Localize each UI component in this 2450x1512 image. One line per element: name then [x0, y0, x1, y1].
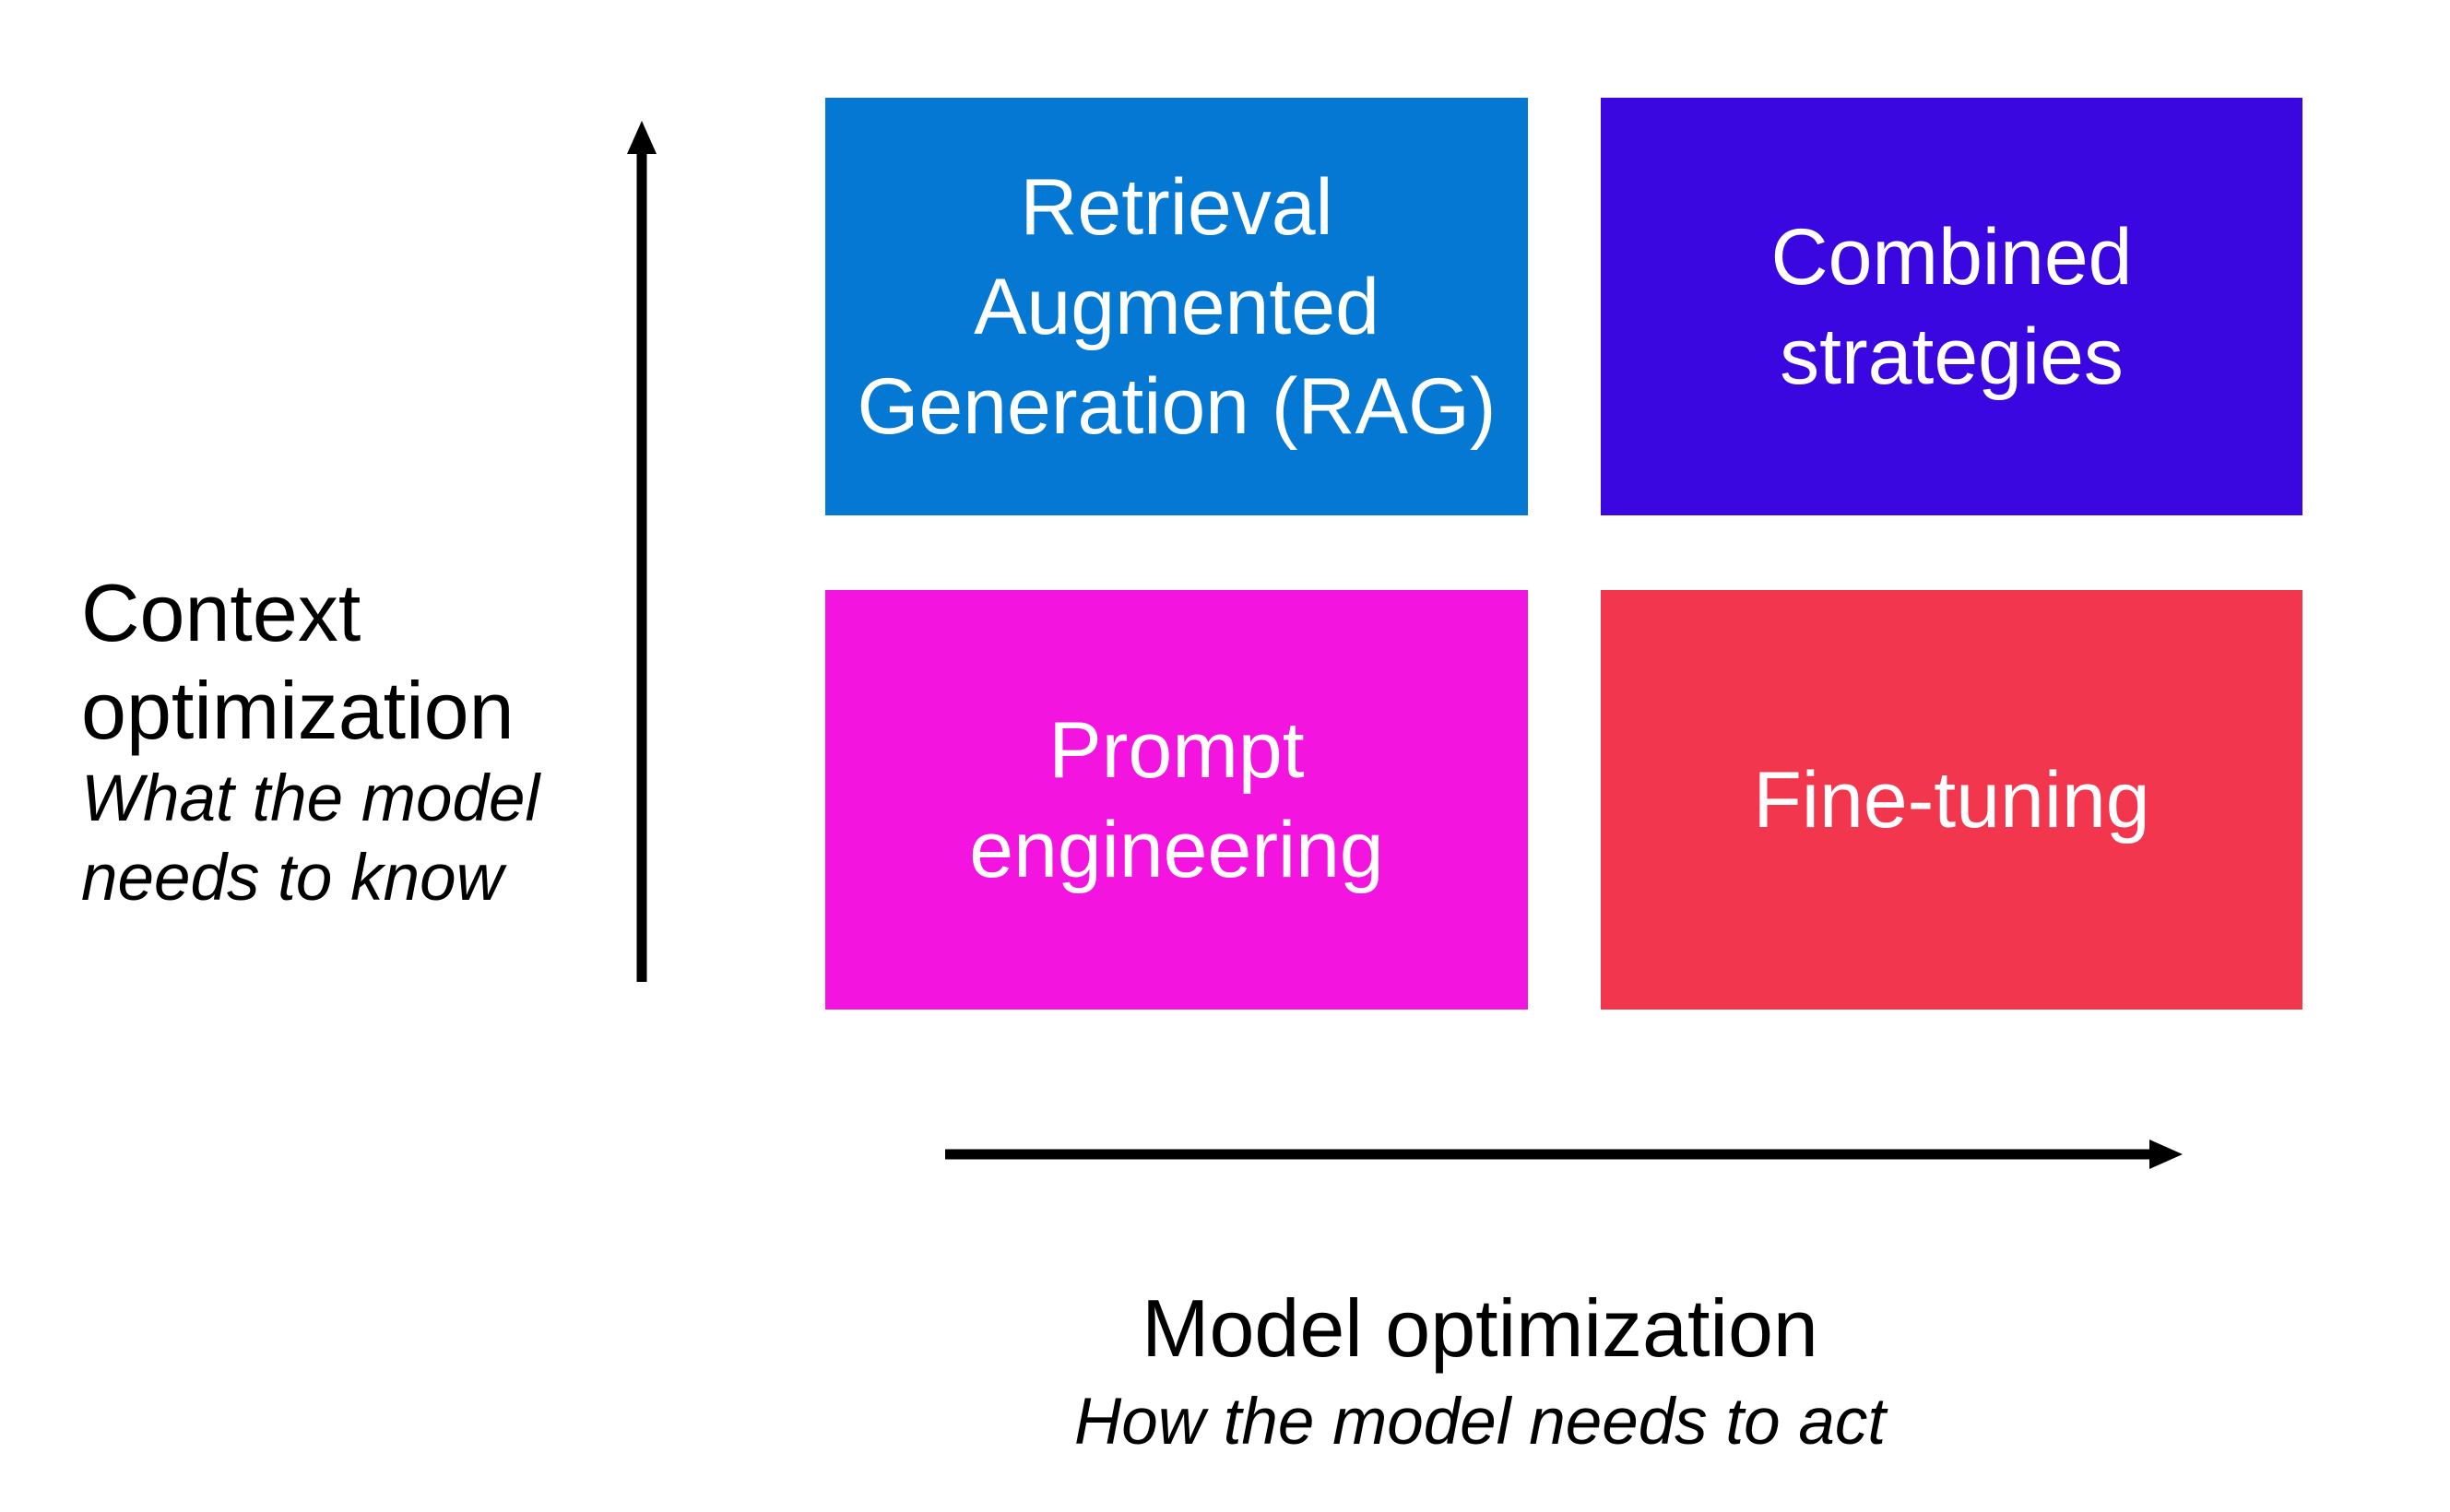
x-axis-label: Model optimization How the model needs t… — [1010, 1280, 1950, 1462]
quadrant-combined-strategies: Combined strategies — [1601, 98, 2302, 515]
quadrant-rag-label-line: Generation (RAG) — [857, 361, 1497, 451]
y-axis-title-line: optimization — [81, 665, 515, 756]
y-axis-subtitle-line: What the model — [81, 762, 540, 835]
y-axis-subtitle-line: needs to know — [81, 842, 503, 915]
quadrant-combined-label-line: strategies — [1780, 312, 2124, 401]
y-axis-arrow — [627, 121, 657, 982]
quadrant-prompt-engineering: Prompt engineering — [825, 590, 1528, 1010]
x-axis-title: Model optimization — [1142, 1282, 1818, 1374]
quadrant-rag-label-line: Retrieval — [1020, 162, 1333, 252]
quadrant-combined-label-line: Combined — [1770, 212, 2133, 301]
x-axis-subtitle: How the model needs to act — [1073, 1386, 1887, 1459]
y-axis-title-line: Context — [81, 567, 361, 658]
quadrant-rag-label-line: Augmented — [974, 262, 1379, 351]
y-axis-label: Context optimization What the model need… — [81, 564, 616, 918]
quadrant-fine-tuning: Fine-tuning — [1601, 590, 2302, 1010]
quadrant-prompt-label-line: engineering — [969, 805, 1384, 894]
x-axis-arrow — [945, 1140, 2183, 1169]
quadrant-fine-tuning-label-line: Fine-tuning — [1753, 755, 2150, 845]
quadrant-rag: Retrieval Augmented Generation (RAG) — [825, 98, 1528, 515]
quadrant-prompt-label-line: Prompt — [1048, 705, 1305, 795]
